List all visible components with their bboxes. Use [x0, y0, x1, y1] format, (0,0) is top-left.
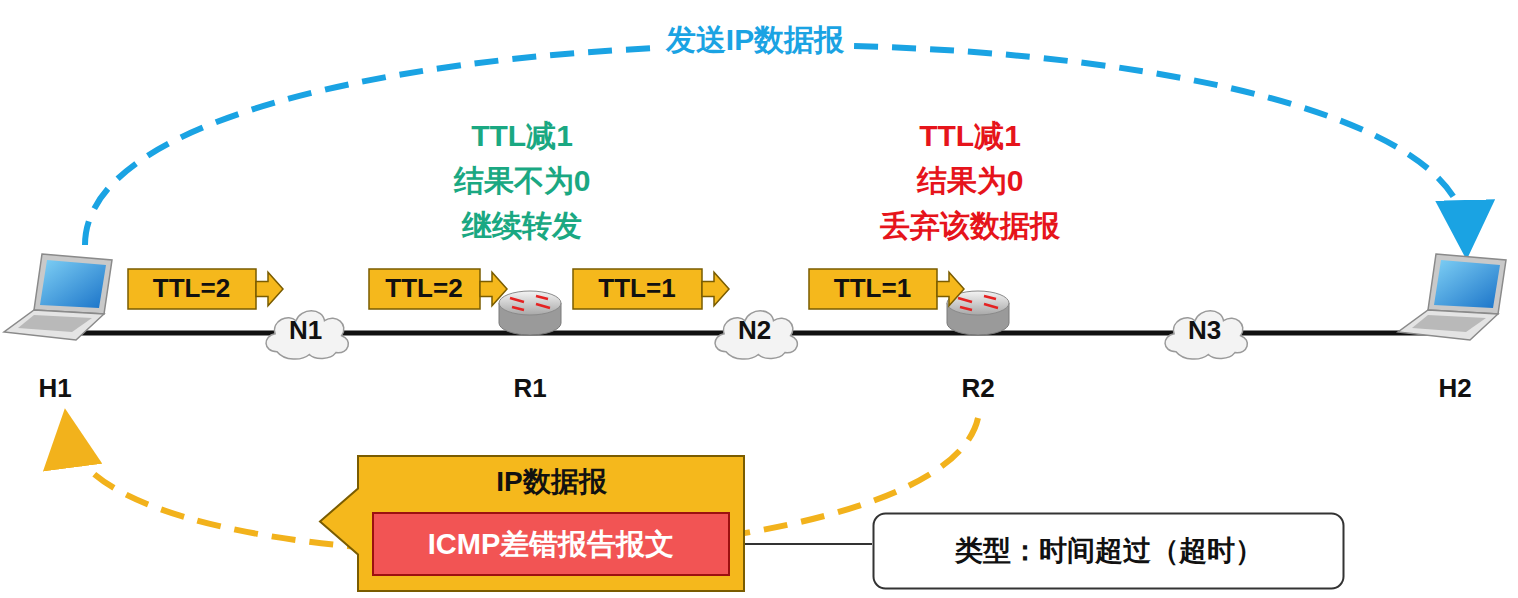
cloud-node: N3 [1157, 300, 1252, 362]
node-text: TTL=1 [598, 273, 675, 304]
text-label: R2 [961, 372, 994, 404]
router-icon [499, 291, 561, 335]
packet-arrowhead [256, 272, 283, 306]
callout-node: 类型：时间超过（超时） [872, 512, 1345, 590]
text-label: H2 [1438, 372, 1471, 404]
icmp-box [373, 513, 729, 575]
packet-node: TTL=2 [127, 268, 284, 310]
packet-body [809, 269, 937, 309]
node-text: N2 [738, 315, 771, 346]
text-label: 发送IP数据报 [656, 20, 854, 60]
packet-arrowhead [702, 272, 729, 306]
packet-body [573, 269, 702, 309]
node-text: ICMP差错报告报文 [428, 527, 675, 562]
node-text: TTL=2 [153, 273, 230, 304]
text-label: TTL减1 结果为0 丢弃该数据报 [880, 113, 1060, 248]
node-text: N3 [1188, 315, 1221, 346]
text-label: R1 [513, 372, 546, 404]
cloud-shape [266, 311, 348, 359]
node-text: IP数据报 [496, 465, 606, 499]
packet-arrowhead [480, 272, 507, 306]
text-label: H1 [38, 372, 71, 404]
packet-arrowhead [937, 272, 964, 306]
callout-box [874, 514, 1344, 589]
packet-body [128, 269, 256, 309]
node-text: 类型：时间超过（超时） [955, 534, 1263, 568]
laptop-icon [1398, 254, 1506, 340]
send-arc [85, 45, 1466, 245]
packet-node: TTL=2 [368, 268, 508, 310]
cloud-shape [715, 311, 797, 359]
packet-body [369, 269, 480, 309]
packet-node: TTL=1 [808, 268, 965, 310]
leader-line [730, 543, 872, 545]
packet-node: TTL=1 [572, 268, 730, 310]
cloud-node: N2 [707, 300, 802, 362]
node-text: TTL=1 [834, 273, 911, 304]
cloud-shape [1165, 311, 1247, 359]
datagram-arrow [320, 456, 744, 591]
node-text: N1 [289, 315, 322, 346]
redbox-node: ICMP差错报告报文 [372, 512, 730, 576]
cloud-node: N1 [258, 300, 353, 362]
node-text: TTL=2 [385, 273, 462, 304]
laptop-icon [4, 254, 112, 340]
bigarrow-node: IP数据报 ICMP差错报告报文 [318, 455, 745, 592]
text-label: TTL减1 结果不为0 继续转发 [454, 113, 591, 248]
